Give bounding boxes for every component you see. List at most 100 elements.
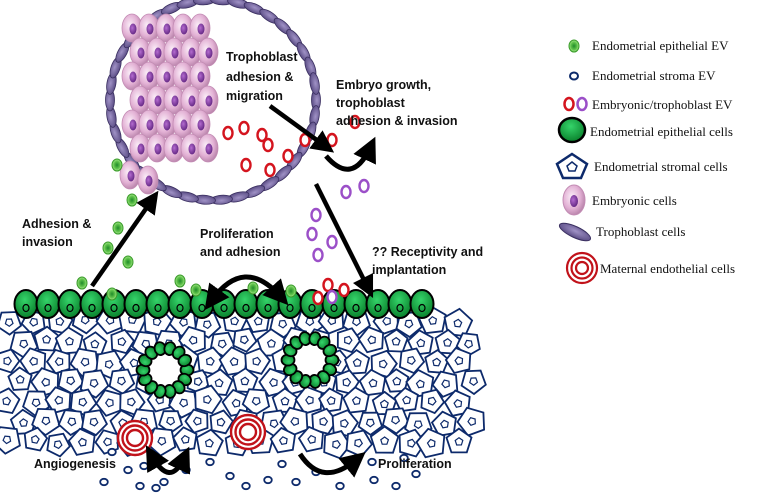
embryonic-cell (172, 13, 194, 43)
legend: Endometrial epithelial EV Endometrial st… (555, 38, 735, 285)
embryonic-cell (146, 85, 168, 115)
embryonic-cell (180, 37, 202, 67)
arrows (90, 104, 376, 478)
stromal-cell (393, 386, 419, 413)
epithelial-cell (387, 289, 413, 319)
stromal-cell (244, 347, 272, 375)
embryonic-cell (146, 37, 168, 67)
stroma-ev (367, 457, 377, 467)
embryonic-ev (326, 132, 338, 148)
stroma-ev (411, 469, 421, 479)
stromal-cell (443, 389, 471, 417)
stroma-ev (159, 477, 169, 487)
epithelial-ev (247, 281, 259, 295)
stromal-cell (196, 346, 226, 376)
stromal-cell (444, 346, 472, 375)
legend-label-trophoblast-cells: Trophoblast cells (596, 224, 685, 239)
epithelial-cell (35, 289, 61, 319)
epithelial-cell (167, 289, 193, 319)
trophoblast-cell-icon (558, 222, 592, 242)
maternal-endothelial-vessel (116, 419, 154, 457)
trophoblast-adhesion-label: Trophoblast (226, 50, 298, 64)
epithelial-cell (79, 289, 105, 319)
stromal-cell (81, 409, 108, 437)
stromal-cell (343, 348, 371, 375)
maternal-endothelial-vessel (229, 413, 267, 451)
embryonic-ev (349, 114, 361, 130)
stromal-cell (383, 368, 410, 393)
embryonic-cell (197, 37, 219, 67)
extracellular-vesicles (76, 114, 421, 493)
stromal-cell (357, 326, 385, 354)
proliferation-adhesion-label: Proliferation (200, 227, 274, 241)
diagram-labels: Trophoblast adhesion & migration Embryo … (22, 50, 483, 471)
embryonic-ev (282, 148, 294, 164)
stromal-cell (172, 426, 198, 452)
adhesion-invasion-label: Adhesion & (22, 217, 91, 231)
stromal-cell (23, 426, 49, 452)
pentagon-cell-icon (555, 152, 589, 180)
legend-label-stromal-cells: Endometrial stromal cells (594, 159, 728, 174)
stroma-ev (123, 465, 133, 475)
proliferation-adhesion-label-2: and adhesion (200, 245, 281, 259)
stroma-ev (241, 481, 251, 491)
epithelial-ev (111, 158, 123, 172)
receptivity-label: ?? Receptivity and (372, 245, 483, 259)
stroma-ev (369, 475, 379, 485)
endothelial-ring-icon (565, 251, 599, 285)
proliferation-adhesion-curved-arrow (204, 274, 289, 311)
embryonic-ev (340, 184, 352, 200)
embryonic-cell (129, 133, 151, 163)
green-ev-icon (568, 39, 580, 53)
stroma-ev (135, 481, 145, 491)
endometrial-gland (135, 341, 195, 399)
stromal-cell (110, 328, 136, 355)
embryonic-cell (189, 13, 211, 43)
epithelial-ev (112, 221, 124, 235)
endometrial-glands (135, 331, 340, 399)
legend-label-epithelial-cells: Endometrial epithelial cells (590, 124, 733, 139)
embryo (105, 0, 321, 205)
epithelial-ev (126, 193, 138, 207)
epithelial-ev (174, 274, 186, 288)
embryonic-cell (129, 37, 151, 67)
endometrial-epithelium (13, 289, 435, 319)
stroma-ev (99, 477, 109, 487)
stromal-cell (194, 384, 223, 415)
embryonic-ev (240, 157, 252, 173)
stroma-ev (181, 465, 191, 475)
trophoblast-migration-arrow (268, 104, 335, 153)
stromal-cell (67, 427, 96, 456)
embryonic-cell (138, 61, 160, 91)
stromal-cell (294, 385, 323, 415)
trophoblast-adhesion-label-3: migration (226, 89, 283, 103)
receptivity-label-2: implantation (372, 263, 446, 277)
stroma-ev (107, 447, 117, 457)
stromal-cell (456, 406, 486, 437)
stromal-cell (231, 367, 259, 394)
stromal-cell (0, 387, 21, 415)
stroma-ev (391, 481, 401, 491)
stromal-cell (0, 426, 21, 455)
stromal-cell (331, 409, 360, 438)
adhesion-invasion-arrow (90, 190, 159, 288)
stroma-ev (205, 457, 215, 467)
stromal-cell (9, 408, 37, 435)
trophoblast-cell (309, 72, 320, 95)
embryonic-ev (326, 289, 338, 305)
proliferation-curved-arrow (297, 452, 366, 478)
embryonic-ev (264, 162, 276, 178)
epithelial-cell (13, 289, 39, 319)
epithelial-cell-icon (557, 116, 587, 144)
stromal-cell (209, 409, 235, 435)
embryonic-ev (238, 120, 250, 136)
trophoblast-adhesion-label-2: adhesion & (226, 70, 293, 84)
stromal-cell (357, 411, 384, 437)
embryonic-ev (312, 290, 324, 306)
stromal-cell (241, 388, 271, 416)
epithelial-cell (123, 289, 149, 319)
embryo-growth-label-2: trophoblast (336, 96, 406, 110)
epithelial-cell (57, 289, 83, 319)
stroma-ev (399, 453, 409, 463)
